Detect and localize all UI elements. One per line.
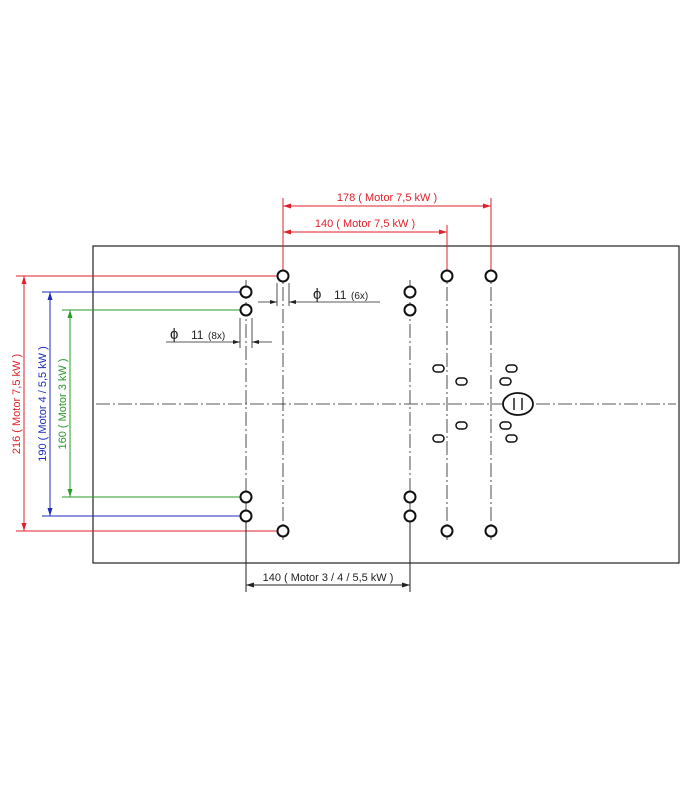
plate-outline (92, 245, 680, 564)
dim-top-outer-label: 178 ( Motor 7,5 kW ) (337, 192, 437, 204)
slot-holes (432, 364, 518, 443)
green-dimension (62, 309, 246, 498)
dim-top-inner-label: 140 ( Motor 7,5 kW ) (315, 218, 415, 230)
svg-text:11: 11 (334, 288, 347, 302)
mounting-holes (239, 269, 498, 538)
dim-left-red-label: 216 ( Motor 7,5 kW ) (11, 354, 23, 454)
svg-text:11: 11 (191, 328, 204, 342)
bottom-dimension (245, 520, 411, 592)
hole (239, 509, 253, 523)
hole (403, 285, 417, 299)
hole (484, 269, 498, 283)
svg-text:ϕ: ϕ (313, 286, 321, 303)
dim-left-green-label: 160 ( Motor 3 kW ) (57, 358, 69, 449)
callout-8x: ϕ 11 (8x) (170, 326, 225, 343)
hole (484, 524, 498, 538)
hole (276, 524, 290, 538)
centerlines (96, 265, 676, 540)
callout-6x: ϕ 11 (6x) (313, 286, 368, 303)
hole (403, 303, 417, 317)
red-dimensions (16, 198, 492, 532)
svg-text:ϕ: ϕ (170, 326, 178, 343)
hole (239, 285, 253, 299)
blue-dimension (42, 291, 246, 517)
svg-text:(8x): (8x) (208, 331, 225, 342)
hole (403, 490, 417, 504)
dim-bottom-label: 140 ( Motor 3 / 4 / 5,5 kW ) (263, 572, 394, 584)
hole (440, 524, 454, 538)
svg-text:(6x): (6x) (351, 291, 368, 302)
hole (440, 269, 454, 283)
hole (239, 490, 253, 504)
dim-left-blue-label: 190 ( Motor 4 / 5,5 kW ) (37, 346, 49, 462)
center-boss (502, 392, 534, 416)
hole (403, 509, 417, 523)
hole (239, 303, 253, 317)
hole-callout-leaders (166, 283, 380, 348)
hole (276, 269, 290, 283)
